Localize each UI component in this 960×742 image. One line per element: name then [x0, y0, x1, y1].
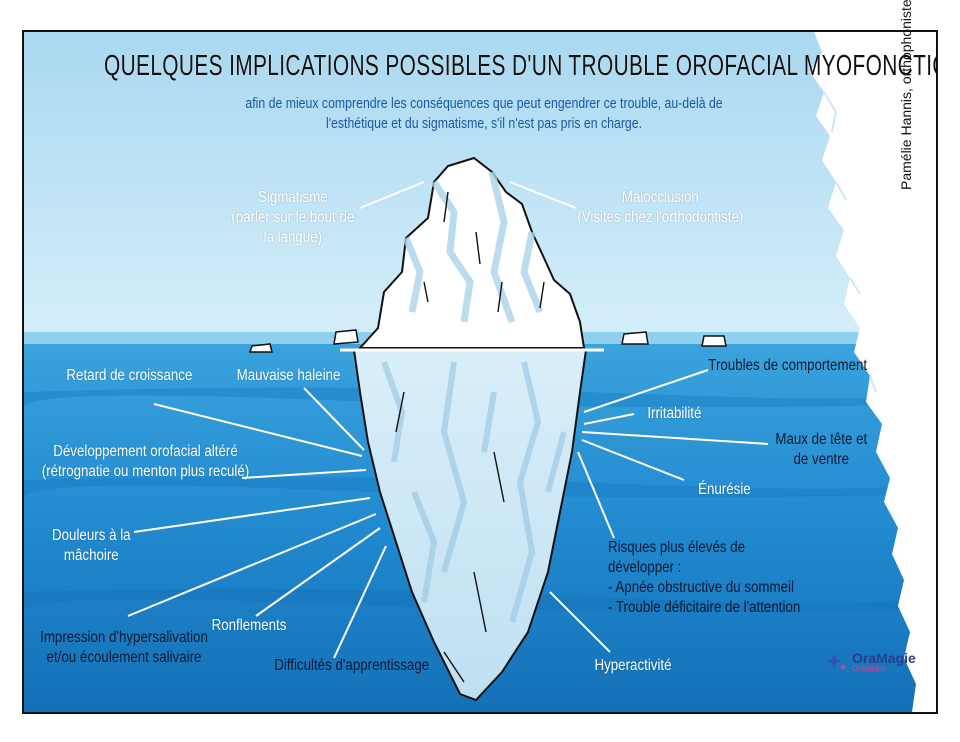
label-maux-tete-ventre: Maux de tête et de ventre	[775, 431, 868, 469]
ice-chunk	[248, 343, 273, 353]
label-difficultes-apprentissage: Difficultés d'apprentissage	[274, 657, 430, 674]
label-risques: Risques plus élevés de développer : - Ap…	[608, 539, 801, 617]
label-hyperactivite: Hyperactivité	[594, 657, 672, 674]
label-troubles-comportement: Troubles de comportement	[708, 357, 868, 374]
label-ronflements: Ronflements	[211, 617, 287, 634]
label-malocclusion: Malocclusion (Visites chez l'orthodontis…	[577, 189, 744, 227]
leader-lines	[127, 181, 769, 659]
page-subtitle: afin de mieux comprendre les conséquence…	[245, 95, 723, 132]
ice-chunk	[333, 329, 359, 345]
ice-chunk	[701, 335, 727, 347]
logo-subtitle: Créations	[852, 664, 887, 673]
torn-paper-edge	[810, 32, 936, 712]
page-title: QUELQUES IMPLICATIONS POSSIBLES D'UN TRO…	[104, 50, 938, 82]
label-sigmatisme: Sigmatisme (parler sur le bout de la lan…	[231, 189, 355, 247]
iceberg-underwater	[352, 349, 588, 702]
label-retard-croissance: Retard de croissance	[66, 367, 193, 384]
iceberg-scene	[24, 32, 936, 712]
label-hypersalivation: Impression d'hypersalivation et/ou écoul…	[40, 629, 208, 667]
label-mauvaise-haleine: Mauvaise haleine	[236, 367, 341, 384]
label-enuresie: Énurésie	[698, 481, 751, 498]
label-developpement-orofacial: Développement orofacial altéré (rétrogna…	[41, 443, 250, 481]
label-douleurs-machoire: Douleurs à la mâchoire	[52, 527, 131, 565]
infographic-frame: QUELQUES IMPLICATIONS POSSIBLES D'UN TRO…	[22, 30, 938, 714]
ice-chunk	[621, 331, 649, 345]
logo-name: OraMagie	[852, 650, 916, 666]
oramagie-logo: OraMagie Créations	[826, 650, 916, 673]
author-credit: Pamélie Hannis, orthophoniste	[898, 0, 914, 190]
label-irritabilite: Irritabilité	[647, 405, 702, 422]
sparkle-icon	[826, 652, 847, 671]
